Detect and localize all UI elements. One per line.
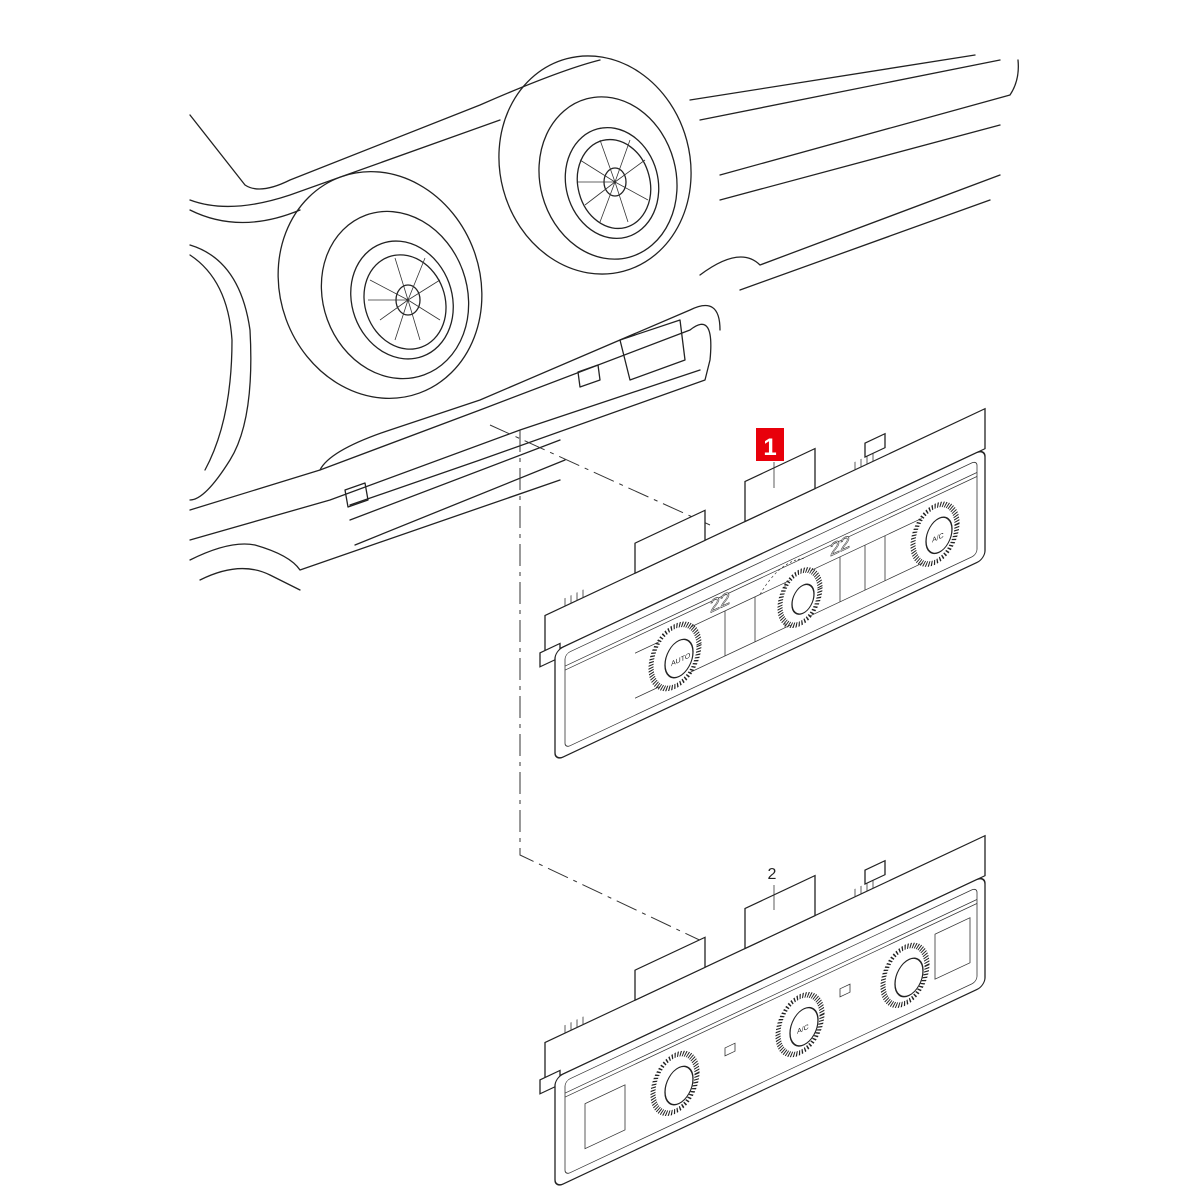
callout-2: 2 [768, 866, 777, 910]
right-temperature-display: 22 [830, 532, 850, 561]
leader-lines [489, 424, 711, 946]
left-temperature-display: 22 [710, 588, 730, 617]
air-vent-right [498, 55, 692, 275]
callout-1-badge [756, 428, 784, 461]
air-vent-left [277, 171, 483, 399]
climate-control-panel-1: AUTO A/C 22 22 [539, 407, 986, 759]
dashboard-trim [189, 54, 1019, 591]
callout-1: 1 [756, 428, 784, 488]
callout-2-number: 2 [768, 866, 777, 883]
callout-1-number: 1 [763, 434, 776, 461]
climate-control-panel-2: A/C [539, 834, 986, 1186]
